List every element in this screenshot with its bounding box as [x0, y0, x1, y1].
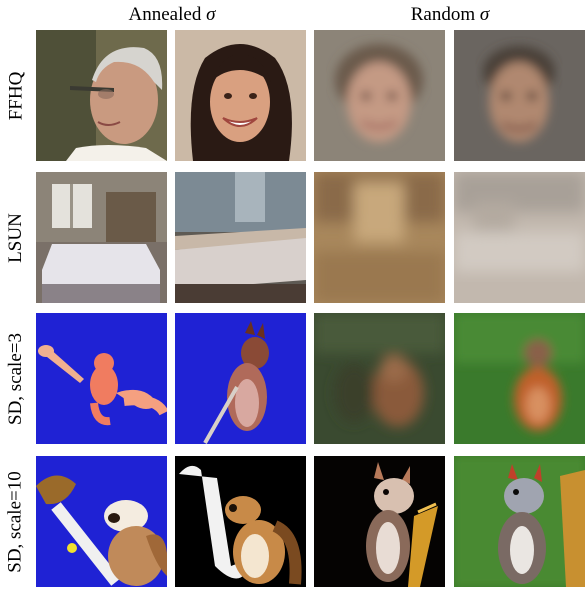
column-header-annealed: Annealed σ	[36, 0, 308, 30]
sigma-symbol: σ	[206, 4, 216, 25]
image-lsun-annealed-1	[36, 172, 167, 303]
image-sd10-annealed-2	[175, 456, 306, 587]
image-ffhq-random-2	[454, 30, 585, 161]
image-sd3-random-2	[454, 313, 585, 444]
row-header-sd-scale-3: SD, scale=3	[5, 332, 27, 425]
row-header-ffhq: FFHQ	[5, 71, 27, 120]
column-header-random-label: Random	[410, 4, 476, 25]
image-sd3-annealed-1	[36, 313, 167, 444]
image-lsun-random-2	[454, 172, 585, 303]
image-sd10-random-1	[314, 456, 445, 587]
row-header-sd-scale-10: SD, scale=10	[5, 470, 27, 573]
image-sd10-annealed-1	[36, 456, 167, 587]
row-header-lsun: LSUN	[5, 212, 26, 263]
image-lsun-annealed-2	[175, 172, 306, 303]
image-ffhq-annealed-1	[36, 30, 167, 161]
image-sd10-random-2	[454, 456, 585, 587]
image-lsun-random-1	[314, 172, 445, 303]
image-sd3-random-1	[314, 313, 445, 444]
image-ffhq-annealed-2	[175, 30, 306, 161]
image-sd3-annealed-2	[175, 313, 306, 444]
image-ffhq-random-1	[314, 30, 445, 161]
column-header-random: Random σ	[314, 0, 586, 30]
column-header-annealed-label: Annealed	[128, 4, 202, 25]
sigma-symbol: σ	[479, 4, 490, 25]
